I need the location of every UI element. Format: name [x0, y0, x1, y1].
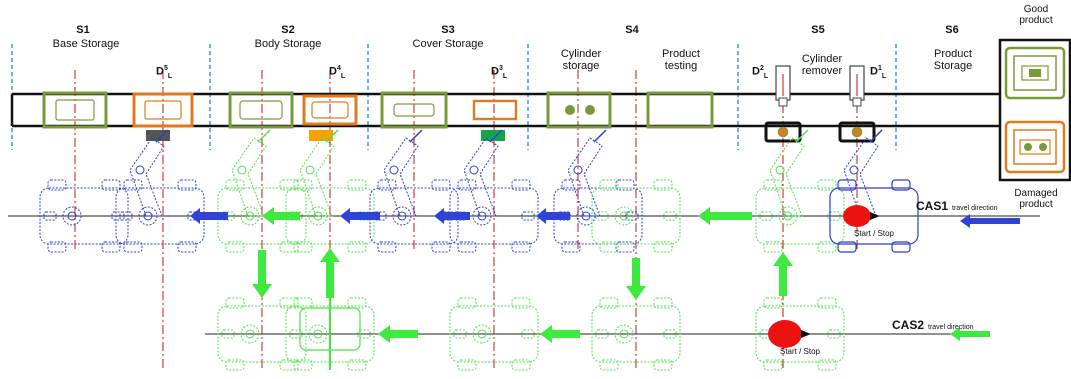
drop-point-d5: D5L — [156, 65, 173, 80]
cover-part-green — [380, 91, 448, 129]
damaged-product-label: Damaged product — [1014, 188, 1058, 210]
gripper-d5 — [146, 130, 170, 141]
station-s6-name: Product Storage — [933, 48, 973, 72]
drop-point-d4: D4L — [329, 65, 346, 80]
station-s3-id: S3 — [441, 24, 455, 36]
station-s4-name-left: Cylinder storage — [560, 48, 602, 72]
station-s4-id: S4 — [625, 24, 639, 36]
station-dividers — [11, 44, 897, 150]
cas1-start-stop-label: Start / Stop — [853, 229, 895, 238]
drop-point-d2: D2L — [752, 65, 769, 80]
grippers — [146, 130, 505, 141]
station-s1-id: S1 — [76, 24, 90, 36]
body-part-green — [228, 91, 294, 129]
drop-point-d1: D1L — [870, 65, 887, 80]
cas2-start-stop-label: Start / Stop — [779, 347, 821, 356]
cas2-flow-arrows — [252, 207, 990, 343]
cas1-start-marker — [843, 205, 871, 227]
gripper-d3 — [481, 130, 505, 141]
cover-part-orange — [472, 99, 518, 121]
base-part-green — [42, 91, 108, 129]
station-s1-name: Base Storage — [52, 38, 120, 50]
body-part-orange — [302, 94, 358, 126]
damaged-product-bin — [1004, 120, 1066, 174]
station-s6-id: S6 — [945, 24, 959, 36]
station-s2-id: S2 — [281, 24, 295, 36]
station-s5-name: Cylinder remover — [801, 53, 843, 77]
start-markers — [768, 205, 880, 348]
cylinder-storage-part — [546, 91, 612, 129]
good-product-label: Good product — [1019, 4, 1053, 26]
cas1-flow-arrows — [190, 208, 1020, 228]
base-part-orange — [132, 92, 194, 128]
gripper-d4 — [309, 130, 333, 141]
testing-part — [646, 91, 714, 129]
station-s5-id: S5 — [811, 24, 825, 36]
station-s2-name: Body Storage — [254, 38, 322, 50]
output-bins — [998, 38, 1071, 182]
cas2-start-marker — [768, 320, 802, 348]
stored-parts — [42, 91, 714, 129]
cylinder-remover — [764, 65, 876, 143]
cas1-robots — [39, 129, 919, 253]
station-s3-name: Cover Storage — [412, 38, 484, 50]
drop-point-d3: D3L — [491, 65, 508, 80]
station-s4-name-right: Product testing — [662, 48, 700, 72]
good-product-bin — [1004, 46, 1066, 100]
